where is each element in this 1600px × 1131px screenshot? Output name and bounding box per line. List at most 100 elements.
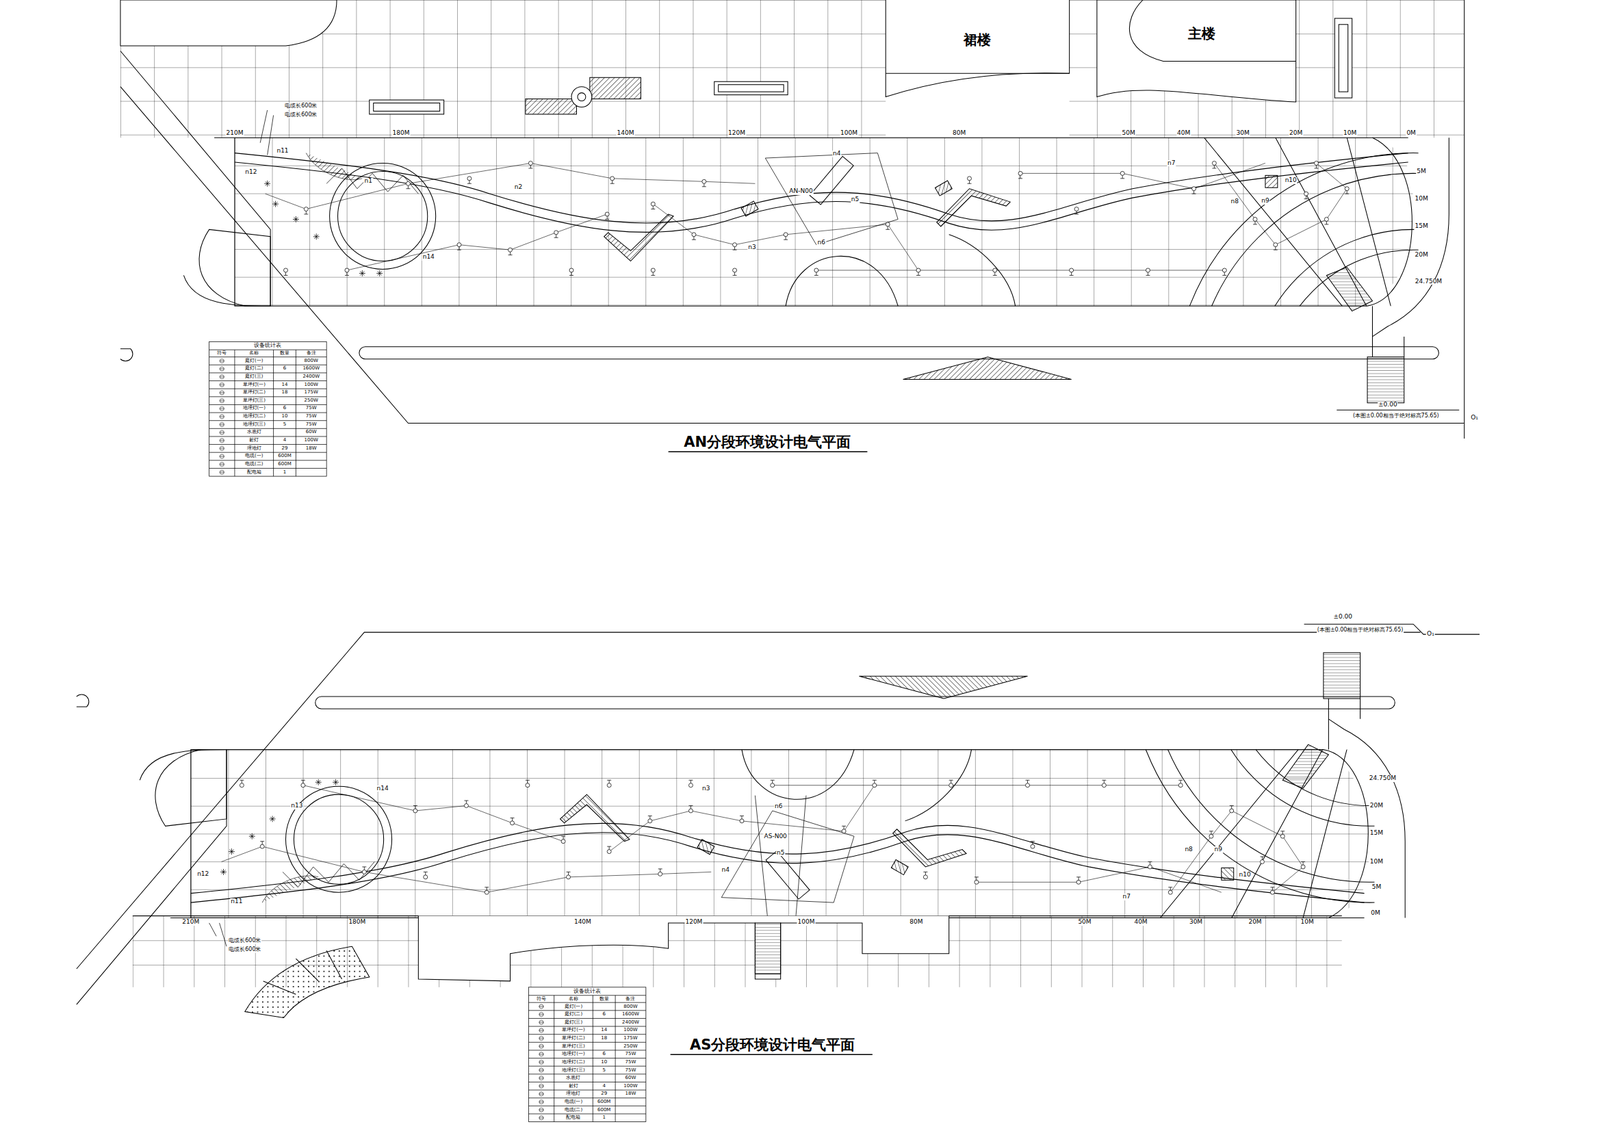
table-cell: 6 (601, 1012, 606, 1018)
plan-label: 10M (1413, 195, 1429, 203)
plan-label: n7 (1166, 160, 1176, 167)
table-cell: 电缆(二) (563, 1107, 584, 1114)
plan-label: 30M (1235, 130, 1251, 137)
table-cell: 100W (303, 437, 319, 444)
table-cell: 地埋灯(三) (561, 1068, 586, 1074)
table-cell: 地埋灯(三) (242, 422, 267, 428)
table-cell: 60W (624, 1075, 638, 1082)
table-header: 符号 (535, 997, 547, 1003)
plan-label: 30M (1188, 919, 1204, 926)
table-cell: 1 (601, 1116, 606, 1122)
plan-label: n2 (513, 184, 523, 191)
plan-label: n10 (1238, 871, 1252, 879)
table-cell: 75W (305, 414, 318, 420)
table-cell: 水底灯 (246, 430, 263, 436)
table-cell: 配电箱 (246, 470, 263, 476)
plan-label: 15M (1369, 830, 1384, 837)
plan-label: n6 (817, 239, 827, 247)
title-underline (670, 1053, 873, 1055)
table-cell: 庭灯(二) (244, 366, 264, 372)
plan-label: 180M (392, 130, 411, 137)
table-cell: 100W (622, 1084, 638, 1090)
plan-label: 40M (1176, 130, 1191, 137)
plan-title: AS分段环境设计电气平面 (689, 1038, 856, 1054)
table-cell: 4 (282, 437, 287, 444)
plan-label: (本图±0.00相当于绝对标高75.65) (1316, 627, 1405, 634)
plan-label: n8 (1229, 198, 1239, 206)
building-label-box: 裙楼 (960, 32, 994, 50)
table-cell: 草坪灯(一) (561, 1028, 586, 1035)
table-cell: 电缆(一) (563, 1099, 584, 1106)
plan-label: 180M (347, 919, 367, 926)
table-cell: 地埋灯(一) (561, 1051, 586, 1058)
table-cell: 600M (277, 453, 292, 460)
plan-label: n13 (290, 802, 304, 810)
plan-label: n4 (832, 150, 842, 158)
plan-label: 100M (839, 130, 859, 137)
plan-label: ±0.00 (1377, 401, 1399, 409)
plan-label: n8 (1183, 846, 1193, 854)
table-cell: 庭灯(一) (563, 1004, 584, 1011)
table-cell: 60W (305, 430, 318, 436)
table-cell: 4 (601, 1084, 606, 1090)
building-name: 裙楼 (960, 32, 994, 48)
table-cell: 250W (622, 1044, 638, 1050)
plan-label: 120M (727, 130, 746, 137)
plan-label: 210M (181, 919, 200, 926)
table-cell: 庭灯(一) (244, 358, 264, 365)
plan-label: O₁ (1426, 630, 1436, 638)
plan-label: 电缆长600米 (284, 112, 318, 119)
as-surroundings (132, 624, 1480, 1018)
table-cell: 5 (282, 422, 287, 428)
plan-label: 24.750M (1414, 278, 1443, 286)
plan-label: O₁ (1469, 414, 1479, 422)
table-cell: 射灯 (568, 1084, 579, 1090)
plan-label: 50M (1121, 130, 1137, 137)
plan-label: AS-N00 (763, 833, 788, 841)
table-cell: 6 (282, 366, 287, 372)
plan-label: n14 (422, 253, 436, 261)
table-header: 名称 (248, 351, 260, 357)
table-title: 设备统计表 (572, 988, 602, 996)
plan-label: 5M (1371, 884, 1383, 892)
plan-label: 24.750M (1368, 775, 1397, 783)
plan-label: n10 (1284, 177, 1298, 185)
table-cell: 800W (622, 1004, 638, 1011)
table-cell: 1600W (621, 1012, 640, 1018)
plan-label: 10M (1342, 130, 1358, 137)
table-header: 名称 (568, 997, 579, 1003)
title-underline (668, 451, 868, 453)
table-cell: 庭灯(二) (563, 1012, 584, 1018)
equipment-table-grid (209, 341, 327, 477)
table-cell: 29 (600, 1092, 608, 1098)
plan-label: n1 (364, 177, 373, 185)
plan-label: 0M (1405, 130, 1417, 137)
plan-label: 80M (908, 919, 924, 926)
plan-label: 20M (1247, 919, 1262, 926)
table-title: 设备统计表 (253, 342, 282, 350)
table-cell: 600M (277, 461, 292, 468)
table-cell: 175W (622, 1036, 638, 1042)
table-cell: 18W (624, 1092, 638, 1098)
table-cell: 草坪灯(一) (242, 382, 267, 389)
plan-label: n3 (701, 785, 711, 793)
equipment-table-grid (528, 987, 646, 1123)
table-cell: 75W (305, 406, 318, 412)
table-cell: 14 (281, 382, 289, 389)
table-header: 符号 (216, 351, 228, 357)
plan-label: n12 (196, 871, 210, 879)
table-cell: 草坪灯(三) (561, 1044, 586, 1050)
plan-label: 80M (951, 130, 967, 137)
table-cell: 水底灯 (565, 1075, 582, 1082)
table-cell: 800W (303, 358, 319, 365)
table-cell: 18 (600, 1036, 608, 1042)
table-cell: 庭灯(三) (563, 1020, 584, 1026)
table-cell: 电缆(二) (244, 461, 264, 468)
plan-label: 40M (1133, 919, 1148, 926)
table-cell: 75W (624, 1068, 638, 1074)
plan-title: AN分段环境设计电气平面 (682, 435, 852, 451)
table-cell: 75W (305, 422, 318, 428)
